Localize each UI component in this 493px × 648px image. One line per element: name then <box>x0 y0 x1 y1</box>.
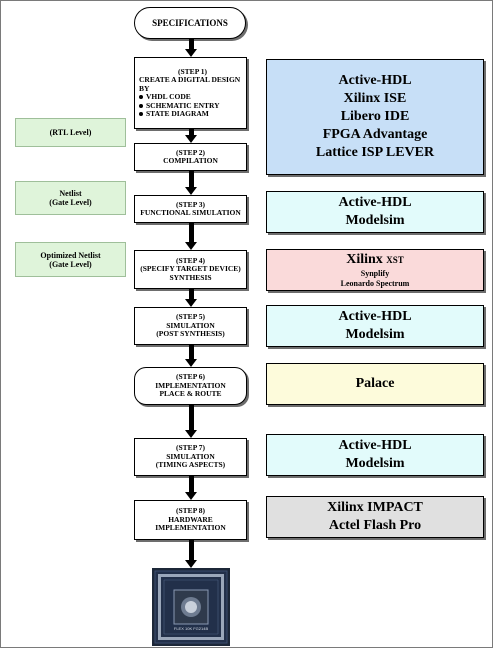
tool-line: Palace <box>355 376 395 391</box>
step-1-box: (STEP 1) CREATE A DIGITAL DESIGN BY VHDL… <box>134 57 247 129</box>
step-2-number: (STEP 2) <box>176 147 205 157</box>
tools-post-synthesis-sim: Active-HDL Modelsim <box>266 305 484 347</box>
step-1-bullet-state: STATE DIAGRAM <box>139 109 246 119</box>
level-optimized-netlist: Optimized Netlist (Gate Level) <box>15 242 126 277</box>
tool-line: Xilinx <box>346 252 383 267</box>
tool-line: Actel Flash Pro <box>328 518 422 533</box>
step-6-label-2: PLACE & ROUTE <box>159 389 222 399</box>
tool-line: Active-HDL <box>338 73 412 88</box>
step-7-box: (STEP 7) SIMULATION (TIMING ASPECTS) <box>134 438 247 476</box>
tools-functional-sim: Active-HDL Modelsim <box>266 191 484 233</box>
tools-design-entry: Active-HDL Xilinx ISE Libero IDE FPGA Ad… <box>266 59 484 175</box>
step-5-box: (STEP 5) SIMULATION (POST SYNTHESIS) <box>134 307 247 345</box>
arrow-icon <box>185 345 197 367</box>
tool-line: Xilinx IMPACT <box>327 500 423 515</box>
tool-line: Lattice ISP LEVER <box>315 145 435 160</box>
step-5-number: (STEP 5) <box>176 312 205 322</box>
tools-timing-sim: Active-HDL Modelsim <box>266 434 484 476</box>
tool-line: Modelsim <box>345 213 405 228</box>
arrow-icon <box>185 540 197 568</box>
step-1-bullet-vhdl: VHDL CODE <box>139 92 246 102</box>
level-netlist-label-2: (Gate Level) <box>49 198 92 207</box>
fpga-board-image: FLEX 10K FG214B <box>152 568 230 646</box>
tool-line-suffix: XST <box>386 255 404 265</box>
tools-synthesis: Xilinx XST Synplify Leonardo Spectrum <box>266 249 484 291</box>
specifications-node: SPECIFICATIONS <box>134 7 246 39</box>
tool-line: Active-HDL <box>338 309 412 324</box>
bullet-icon <box>139 95 143 100</box>
step-1-number: (STEP 1) <box>178 66 207 76</box>
step-5-label-2: (POST SYNTHESIS) <box>156 329 225 339</box>
step-7-label-2: (TIMING ASPECTS) <box>155 460 226 470</box>
arrow-icon <box>185 129 197 143</box>
arrow-icon <box>185 223 197 250</box>
tool-line: Active-HDL <box>338 195 412 210</box>
level-optimized-label-1: Optimized Netlist <box>40 250 101 260</box>
step-8-label-2: IMPLEMENTATION <box>155 523 226 533</box>
arrow-icon <box>185 405 197 438</box>
tool-line: Xilinx ISE <box>343 91 407 106</box>
step-6-label-1: IMPLEMENTATION <box>155 380 226 390</box>
level-rtl: (RTL Level) <box>15 118 126 147</box>
arrow-icon <box>185 39 197 57</box>
step-7-number: (STEP 7) <box>176 443 205 453</box>
step-2-label: COMPILATION <box>163 156 218 165</box>
step-3-box: (STEP 3) FUNCTIONAL SIMULATION <box>134 195 247 223</box>
step-4-label-1: (SPECIFY TARGET DEVICE) <box>140 264 241 274</box>
step-5-label-1: SIMULATION <box>166 320 215 330</box>
chip-caption: FLEX 10K FG214B <box>174 626 209 631</box>
tool-line: Active-HDL <box>338 438 412 453</box>
step-8-label-1: HARDWARE <box>168 514 213 524</box>
step-7-label-1: SIMULATION <box>166 451 215 461</box>
step-3-number: (STEP 3) <box>176 199 205 209</box>
level-netlist: Netlist (Gate Level) <box>15 181 126 215</box>
level-optimized-label-2: (Gate Level) <box>49 259 92 269</box>
tool-line: Leonardo Spectrum <box>340 279 410 288</box>
tool-line: FPGA Advantage <box>322 127 428 142</box>
step-1-title: CREATE A DIGITAL DESIGN BY <box>139 75 241 93</box>
step-3-label: FUNCTIONAL SIMULATION <box>140 208 241 217</box>
step-2-box: (STEP 2) COMPILATION <box>134 143 247 171</box>
arrow-icon <box>185 171 197 195</box>
tool-line: Synplify <box>360 269 390 278</box>
tools-hardware: Xilinx IMPACT Actel Flash Pro <box>266 496 484 538</box>
bullet-icon <box>139 103 143 108</box>
step-4-box: (STEP 4) (SPECIFY TARGET DEVICE) SYNTHES… <box>134 250 247 289</box>
level-rtl-label: (RTL Level) <box>49 128 92 137</box>
arrow-icon <box>185 289 197 307</box>
step-6-number: (STEP 6) <box>176 372 205 382</box>
bullet-icon <box>139 112 143 117</box>
step-1-bullet-schematic: SCHEMATIC ENTRY <box>139 101 246 111</box>
step-4-number: (STEP 4) <box>176 255 205 265</box>
step-4-label-2: SYNTHESIS <box>169 272 212 282</box>
arrow-icon <box>185 476 197 500</box>
tools-place-route: Palace <box>266 363 484 405</box>
step-8-number: (STEP 8) <box>176 506 205 516</box>
tool-line: Libero IDE <box>340 109 410 124</box>
tool-line: Modelsim <box>345 327 405 342</box>
level-netlist-label-1: Netlist <box>59 189 82 198</box>
step-6-box: (STEP 6) IMPLEMENTATION PLACE & ROUTE <box>134 367 247 405</box>
step-8-box: (STEP 8) HARDWARE IMPLEMENTATION <box>134 500 247 540</box>
tool-line: Modelsim <box>345 456 405 471</box>
